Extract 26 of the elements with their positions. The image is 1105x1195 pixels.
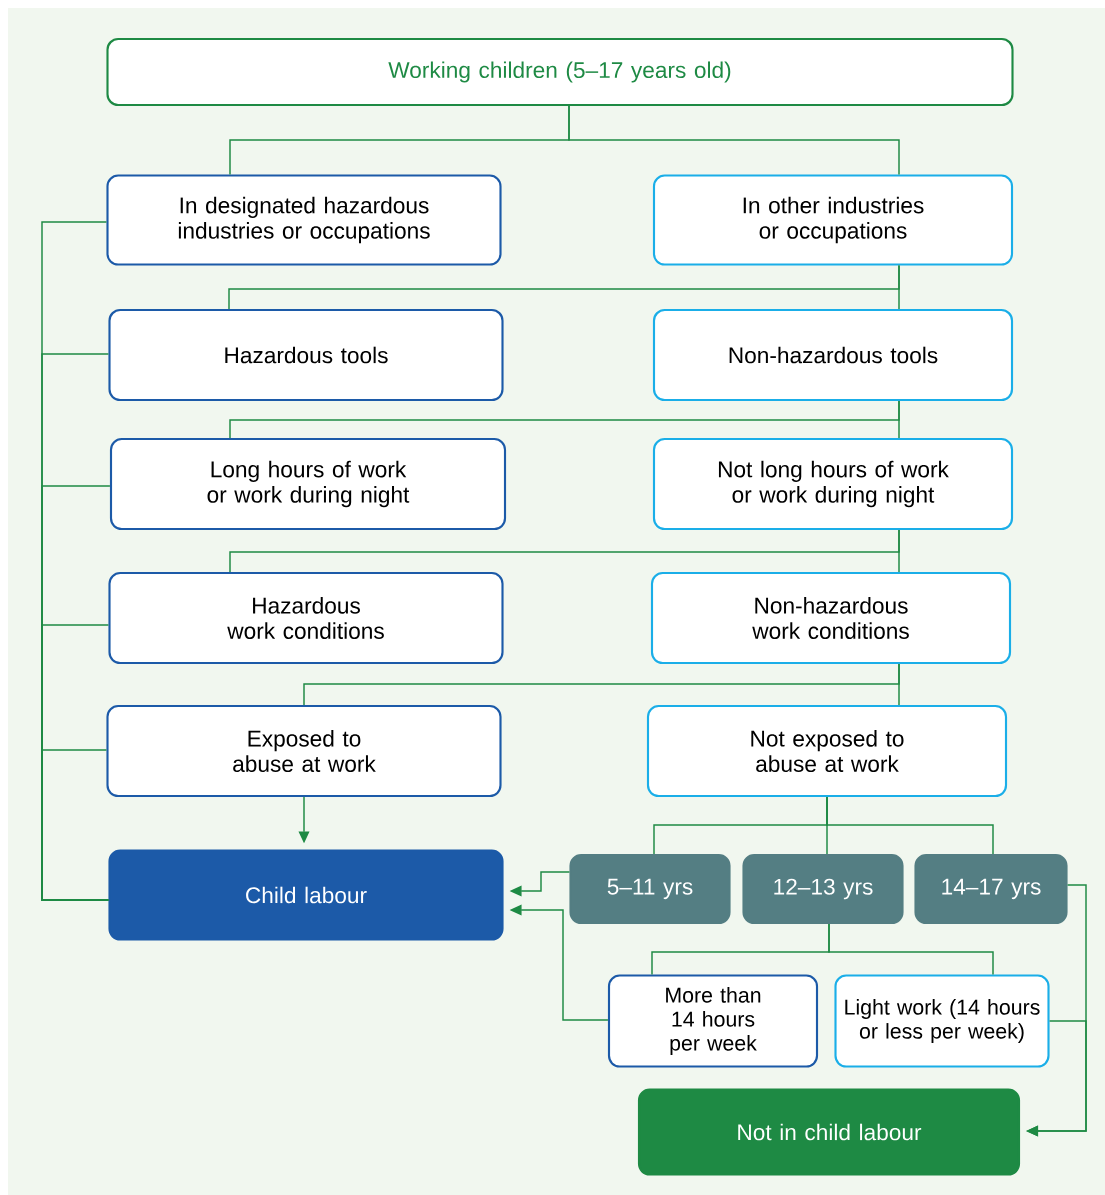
age-group-box: 12–13 yrs	[742, 853, 904, 925]
connector-line	[826, 796, 994, 855]
connector-line	[898, 529, 900, 573]
connector-line	[898, 264, 900, 310]
connector-line	[41, 749, 110, 901]
outcome-box: Child labour	[108, 849, 504, 941]
criterion-box: In other industries or occupations	[652, 174, 1014, 266]
criterion-box: Hazardous tools	[108, 308, 504, 402]
connector-line	[828, 923, 994, 976]
criterion-box: Not exposed to abuse at work	[646, 704, 1008, 798]
connector-line	[898, 663, 900, 706]
connector-line	[898, 400, 900, 439]
criterion-box: Non-hazardous tools	[652, 308, 1014, 402]
criterion-box: Hazardous work conditions	[108, 571, 504, 665]
title-box: Working children (5–17 years old)	[106, 37, 1014, 107]
age-group-box: 5–11 yrs	[569, 853, 731, 925]
age-group-box: 14–17 yrs	[914, 853, 1068, 925]
criterion-box: Light work (14 hours or less per week)	[834, 974, 1050, 1068]
criterion-box: Exposed to abuse at work	[106, 704, 502, 798]
connector-line	[568, 105, 900, 176]
criterion-box: Long hours of work or work during night	[109, 437, 507, 531]
criterion-box: Not long hours of work or work during night	[652, 437, 1014, 531]
criterion-box: More than 14 hours per week	[607, 974, 819, 1068]
criterion-box: In designated hazardous industries or occupations	[106, 174, 502, 266]
criterion-box: Non-hazardous work conditions	[650, 571, 1012, 665]
outcome-box: Not in child labour	[637, 1088, 1021, 1176]
